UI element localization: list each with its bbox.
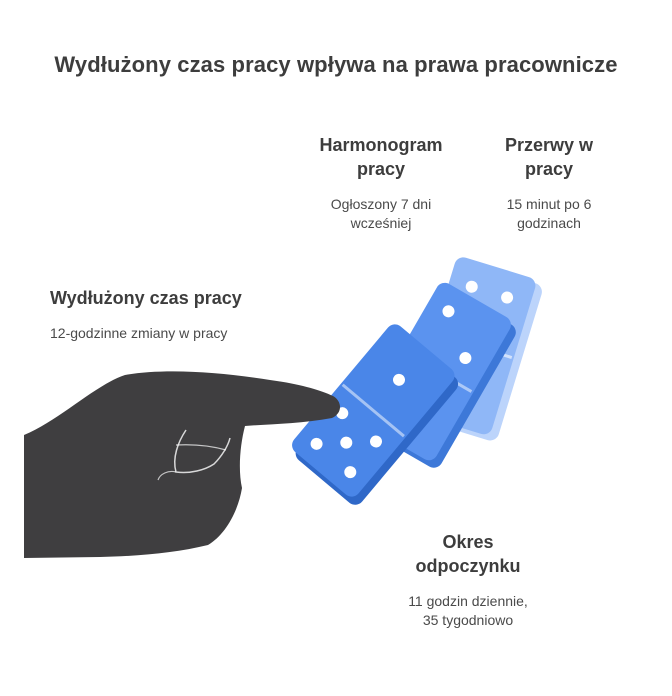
harmonogram-heading-line1: Harmonogram bbox=[319, 135, 443, 155]
harmonogram-heading: Harmonogram pracy bbox=[306, 133, 456, 181]
okres-heading: Okres odpoczynku bbox=[388, 530, 548, 578]
hand-icon bbox=[24, 371, 340, 558]
block-harmonogram: Harmonogram pracy Ogłoszony 7 dni wcześn… bbox=[306, 133, 456, 233]
okres-desc-line2: 35 tygodniowo bbox=[422, 612, 514, 628]
harmonogram-desc-line1: Ogłoszony 7 dni bbox=[330, 196, 432, 212]
przerwy-desc-line1: 15 minut po 6 bbox=[506, 196, 592, 212]
domino-icon bbox=[292, 324, 459, 505]
przerwy-description: 15 minut po 6 godzinach bbox=[484, 195, 614, 233]
diagram-title: Wydłużony czas pracy wpływa na prawa pra… bbox=[54, 52, 618, 77]
okres-description: 11 godzin dziennie, 35 tygodniowo bbox=[388, 592, 548, 630]
wydluzony-heading: Wydłużony czas pracy bbox=[50, 288, 242, 308]
block-przerwy: Przerwy w pracy 15 minut po 6 godzinach bbox=[484, 133, 614, 233]
przerwy-heading-line2: pracy bbox=[524, 159, 574, 179]
block-okres: Okres odpoczynku 11 godzin dziennie, 35 … bbox=[388, 530, 548, 630]
przerwy-heading-line1: Przerwy w bbox=[504, 135, 594, 155]
wydluzony-description: 12-godzinne zmiany w pracy bbox=[50, 325, 228, 341]
okres-heading-line1: Okres bbox=[442, 532, 494, 552]
harmonogram-desc-line2: wcześniej bbox=[350, 215, 412, 231]
harmonogram-heading-line2: pracy bbox=[356, 159, 406, 179]
block-wydluzony: Wydłużony czas pracy 12-godzinne zmiany … bbox=[50, 286, 310, 343]
przerwy-heading: Przerwy w pracy bbox=[484, 133, 614, 181]
okres-desc-line1: 11 godzin dziennie, bbox=[408, 593, 528, 609]
okres-heading-line2: odpoczynku bbox=[415, 556, 521, 576]
przerwy-desc-line2: godzinach bbox=[517, 215, 581, 231]
harmonogram-description: Ogłoszony 7 dni wcześniej bbox=[306, 195, 456, 233]
